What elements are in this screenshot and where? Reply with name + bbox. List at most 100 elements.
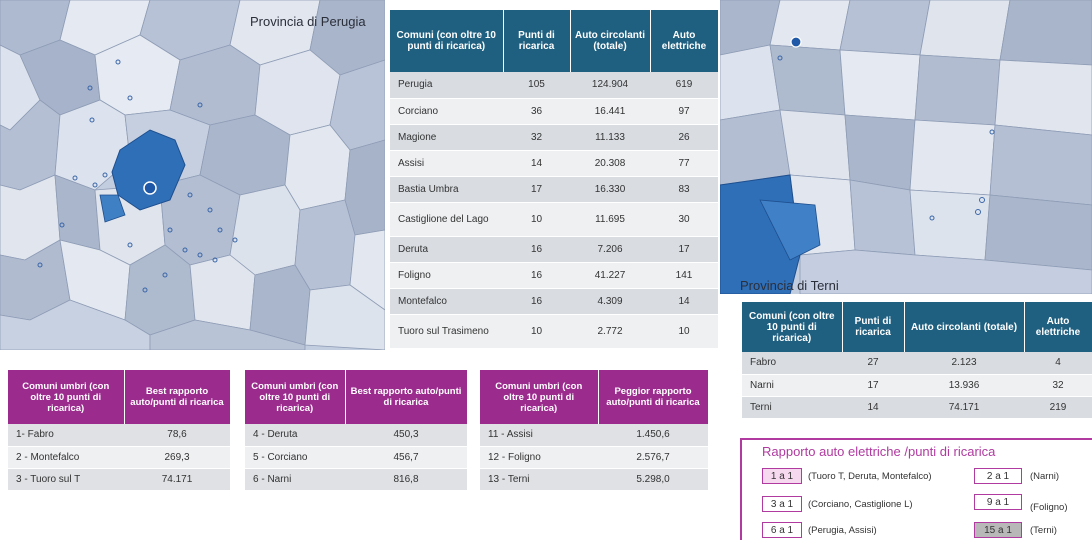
table-cell: 6 - Narni [245, 468, 345, 491]
table-cell: 1.450,6 [598, 424, 708, 447]
perugia-map-title: Provincia di Perugia [250, 14, 366, 29]
table-cell: 14 [650, 288, 718, 315]
table-cell: 20.308 [570, 150, 650, 177]
table-cell: 450,3 [345, 424, 467, 447]
table-cell: 16.441 [570, 98, 650, 125]
table-cell: 619 [650, 72, 718, 99]
legend-title: Rapporto auto elettriche /punti di ricar… [762, 444, 996, 459]
table-cell: 16 [503, 236, 570, 263]
table-cell: Narni [742, 374, 842, 397]
table-cell: Tuoro sul Trasimeno [390, 314, 503, 349]
perugia-map-graphic [0, 0, 385, 350]
table-cell: 16.330 [570, 176, 650, 203]
table-cell: Deruta [390, 236, 503, 263]
table-cell: 17 [842, 374, 904, 397]
header-rapporto: Best rapporto auto/punti di ricarica [345, 370, 468, 424]
table-cell: 97 [650, 98, 718, 125]
table-cell: 78,6 [124, 424, 230, 447]
header-comuni: Comuni umbri (con oltre 10 punti di rica… [8, 370, 125, 424]
table-cell: 41.227 [570, 262, 650, 289]
table-cell: Perugia [390, 72, 503, 99]
table-cell: 30 [650, 202, 718, 237]
legend-towns: (Narni) [1030, 471, 1060, 482]
header-auto-totale: Auto circolanti (totale) [570, 10, 651, 72]
header-comuni: Comuni (con oltre 10 punti di ricarica) [742, 302, 843, 352]
table-cell: Bastia Umbra [390, 176, 503, 203]
table-cell: 11.133 [570, 124, 650, 151]
header-auto-totale: Auto circolanti (totale) [904, 302, 1025, 352]
table-cell: 16 [503, 262, 570, 289]
table-cell: 4 - Deruta [245, 424, 345, 447]
table-cell: Castiglione del Lago [390, 202, 503, 237]
table-cell: Magione [390, 124, 503, 151]
table-cell: 816,8 [345, 468, 467, 491]
table-cell: 2 - Montefalco [8, 446, 124, 469]
table-cell: Fabro [742, 352, 842, 375]
header-punti: Punti di ricarica [842, 302, 905, 352]
table-cell: 26 [650, 124, 718, 151]
perugia-comuni-table: Comuni (con oltre 10 punti di ricarica) … [390, 10, 719, 349]
table-cell: 105 [503, 72, 570, 99]
perugia-map: Provincia di Perugia [0, 0, 385, 350]
legend-ratio-chip: 15 a 1 [974, 522, 1022, 538]
table-cell: 10 [650, 314, 718, 349]
terni-map: Provincia di Terni [720, 0, 1092, 294]
table-cell: Assisi [390, 150, 503, 177]
table-cell: 2.123 [904, 352, 1024, 375]
table-cell: 74.171 [124, 468, 230, 491]
table-cell: 11 - Assisi [480, 424, 598, 447]
table-cell: 10 [503, 314, 570, 349]
table-cell: 219 [1024, 396, 1092, 419]
legend-towns: (Corciano, Castiglione L) [808, 499, 913, 510]
header-comuni: Comuni (con oltre 10 punti di ricarica) [390, 10, 504, 72]
table-cell: 27 [842, 352, 904, 375]
table-cell: 7.206 [570, 236, 650, 263]
table-cell: 36 [503, 98, 570, 125]
table-cell: 124.904 [570, 72, 650, 99]
table-header-row: Comuni umbri (con oltre 10 punti di rica… [245, 370, 468, 424]
table-cell: 13.936 [904, 374, 1024, 397]
table-cell: 5.298,0 [598, 468, 708, 491]
table-cell: Montefalco [390, 288, 503, 315]
header-rapporto: Peggior rapporto auto/punti di ricarica [598, 370, 709, 424]
table-cell: 141 [650, 262, 718, 289]
table-cell: 1- Fabro [8, 424, 124, 447]
header-comuni: Comuni umbri (con oltre 10 punti di rica… [245, 370, 346, 424]
table-cell: 13 - Terni [480, 468, 598, 491]
table-cell: 2.772 [570, 314, 650, 349]
terni-comuni-table: Comuni (con oltre 10 punti di ricarica) … [742, 302, 1092, 419]
header-comuni: Comuni umbri (con oltre 10 punti di rica… [480, 370, 599, 424]
legend-ratio-chip: 9 a 1 [974, 494, 1022, 510]
header-rapporto: Best rapporto auto/punti di ricarica [124, 370, 231, 424]
table-header-row: Comuni (con oltre 10 punti di ricarica) … [742, 302, 1092, 352]
best-ratio-table-1: Comuni umbri (con oltre 10 punti di rica… [8, 370, 231, 491]
table-header-row: Comuni umbri (con oltre 10 punti di rica… [8, 370, 231, 424]
table-cell: 74.171 [904, 396, 1024, 419]
table-cell: 3 - Tuoro sul T [8, 468, 124, 491]
legend-towns: (Perugia, Assisi) [808, 525, 877, 536]
table-cell: 10 [503, 202, 570, 237]
header-auto-elettriche: Auto elettriche [650, 10, 719, 72]
table-header-row: Comuni (con oltre 10 punti di ricarica) … [390, 10, 719, 72]
table-cell: 2.576,7 [598, 446, 708, 469]
